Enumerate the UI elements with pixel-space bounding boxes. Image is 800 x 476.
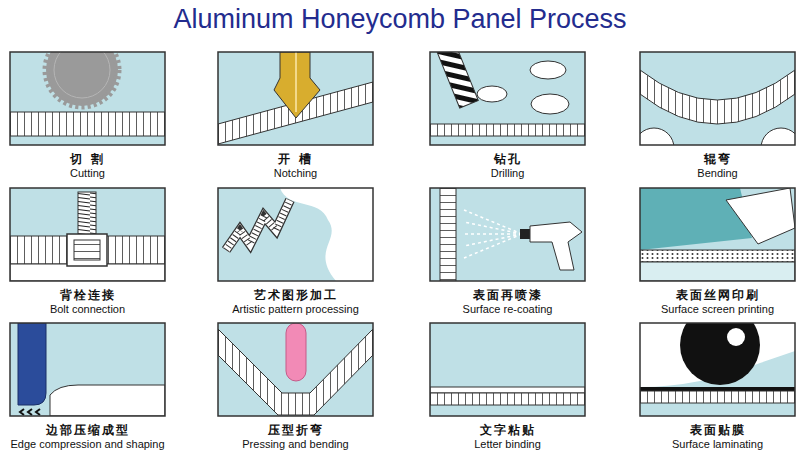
process-name-en: Letter binding — [416, 438, 599, 451]
process-name-en: Cutting — [0, 167, 179, 180]
process-name-en: Surface re-coating — [416, 303, 599, 316]
process-panel: 切 割Cutting — [0, 52, 179, 180]
process-name-cn: 钻孔 — [416, 152, 599, 167]
process-name-cn: 表面丝网印刷 — [626, 288, 800, 303]
process-panel: 艺术图形加工Artistic pattern processing — [204, 188, 387, 316]
process-name-cn: 表面贴膜 — [626, 423, 800, 438]
process-name-en: Edge compression and shaping — [0, 438, 179, 451]
process-panel: 表面贴膜Surface laminating — [626, 323, 800, 451]
diagram-title: Aluminum Honeycomb Panel Process — [0, 4, 800, 35]
process-name-en: Surface screen printing — [626, 303, 800, 316]
process-name-cn: 艺术图形加工 — [204, 288, 387, 303]
process-name-en: Surface laminating — [626, 438, 800, 451]
process-name-en: Bolt connection — [0, 303, 179, 316]
process-panel: 辊弯Bending — [626, 52, 800, 180]
process-name-cn: 辊弯 — [626, 152, 800, 167]
process-name-cn: 表面再喷漆 — [416, 288, 599, 303]
process-name-cn: 切 割 — [0, 152, 179, 167]
process-name-en: Pressing and bending — [204, 438, 387, 451]
process-name-cn: 开 槽 — [204, 152, 387, 167]
process-name-cn: 边部压缩成型 — [0, 423, 179, 438]
process-name-en: Notching — [204, 167, 387, 180]
process-panel: 压型折弯Pressing and bending — [204, 323, 387, 451]
process-name-cn: 压型折弯 — [204, 423, 387, 438]
process-name-en: Bending — [626, 167, 800, 180]
process-panel: 边部压缩成型Edge compression and shaping — [0, 323, 179, 451]
process-panel: 钻孔Drilling — [416, 52, 599, 180]
process-panel: 背栓连接Bolt connection — [0, 188, 179, 316]
process-panel: 表面丝网印刷Surface screen printing — [626, 188, 800, 316]
process-panel: 文字粘贴Letter binding — [416, 323, 599, 451]
process-name-en: Drilling — [416, 167, 599, 180]
process-panel: 表面再喷漆Surface re-coating — [416, 188, 599, 316]
process-name-en: Artistic pattern processing — [204, 303, 387, 316]
process-name-cn: 文字粘贴 — [416, 423, 599, 438]
process-panel: 开 槽Notching — [204, 52, 387, 180]
process-name-cn: 背栓连接 — [0, 288, 179, 303]
